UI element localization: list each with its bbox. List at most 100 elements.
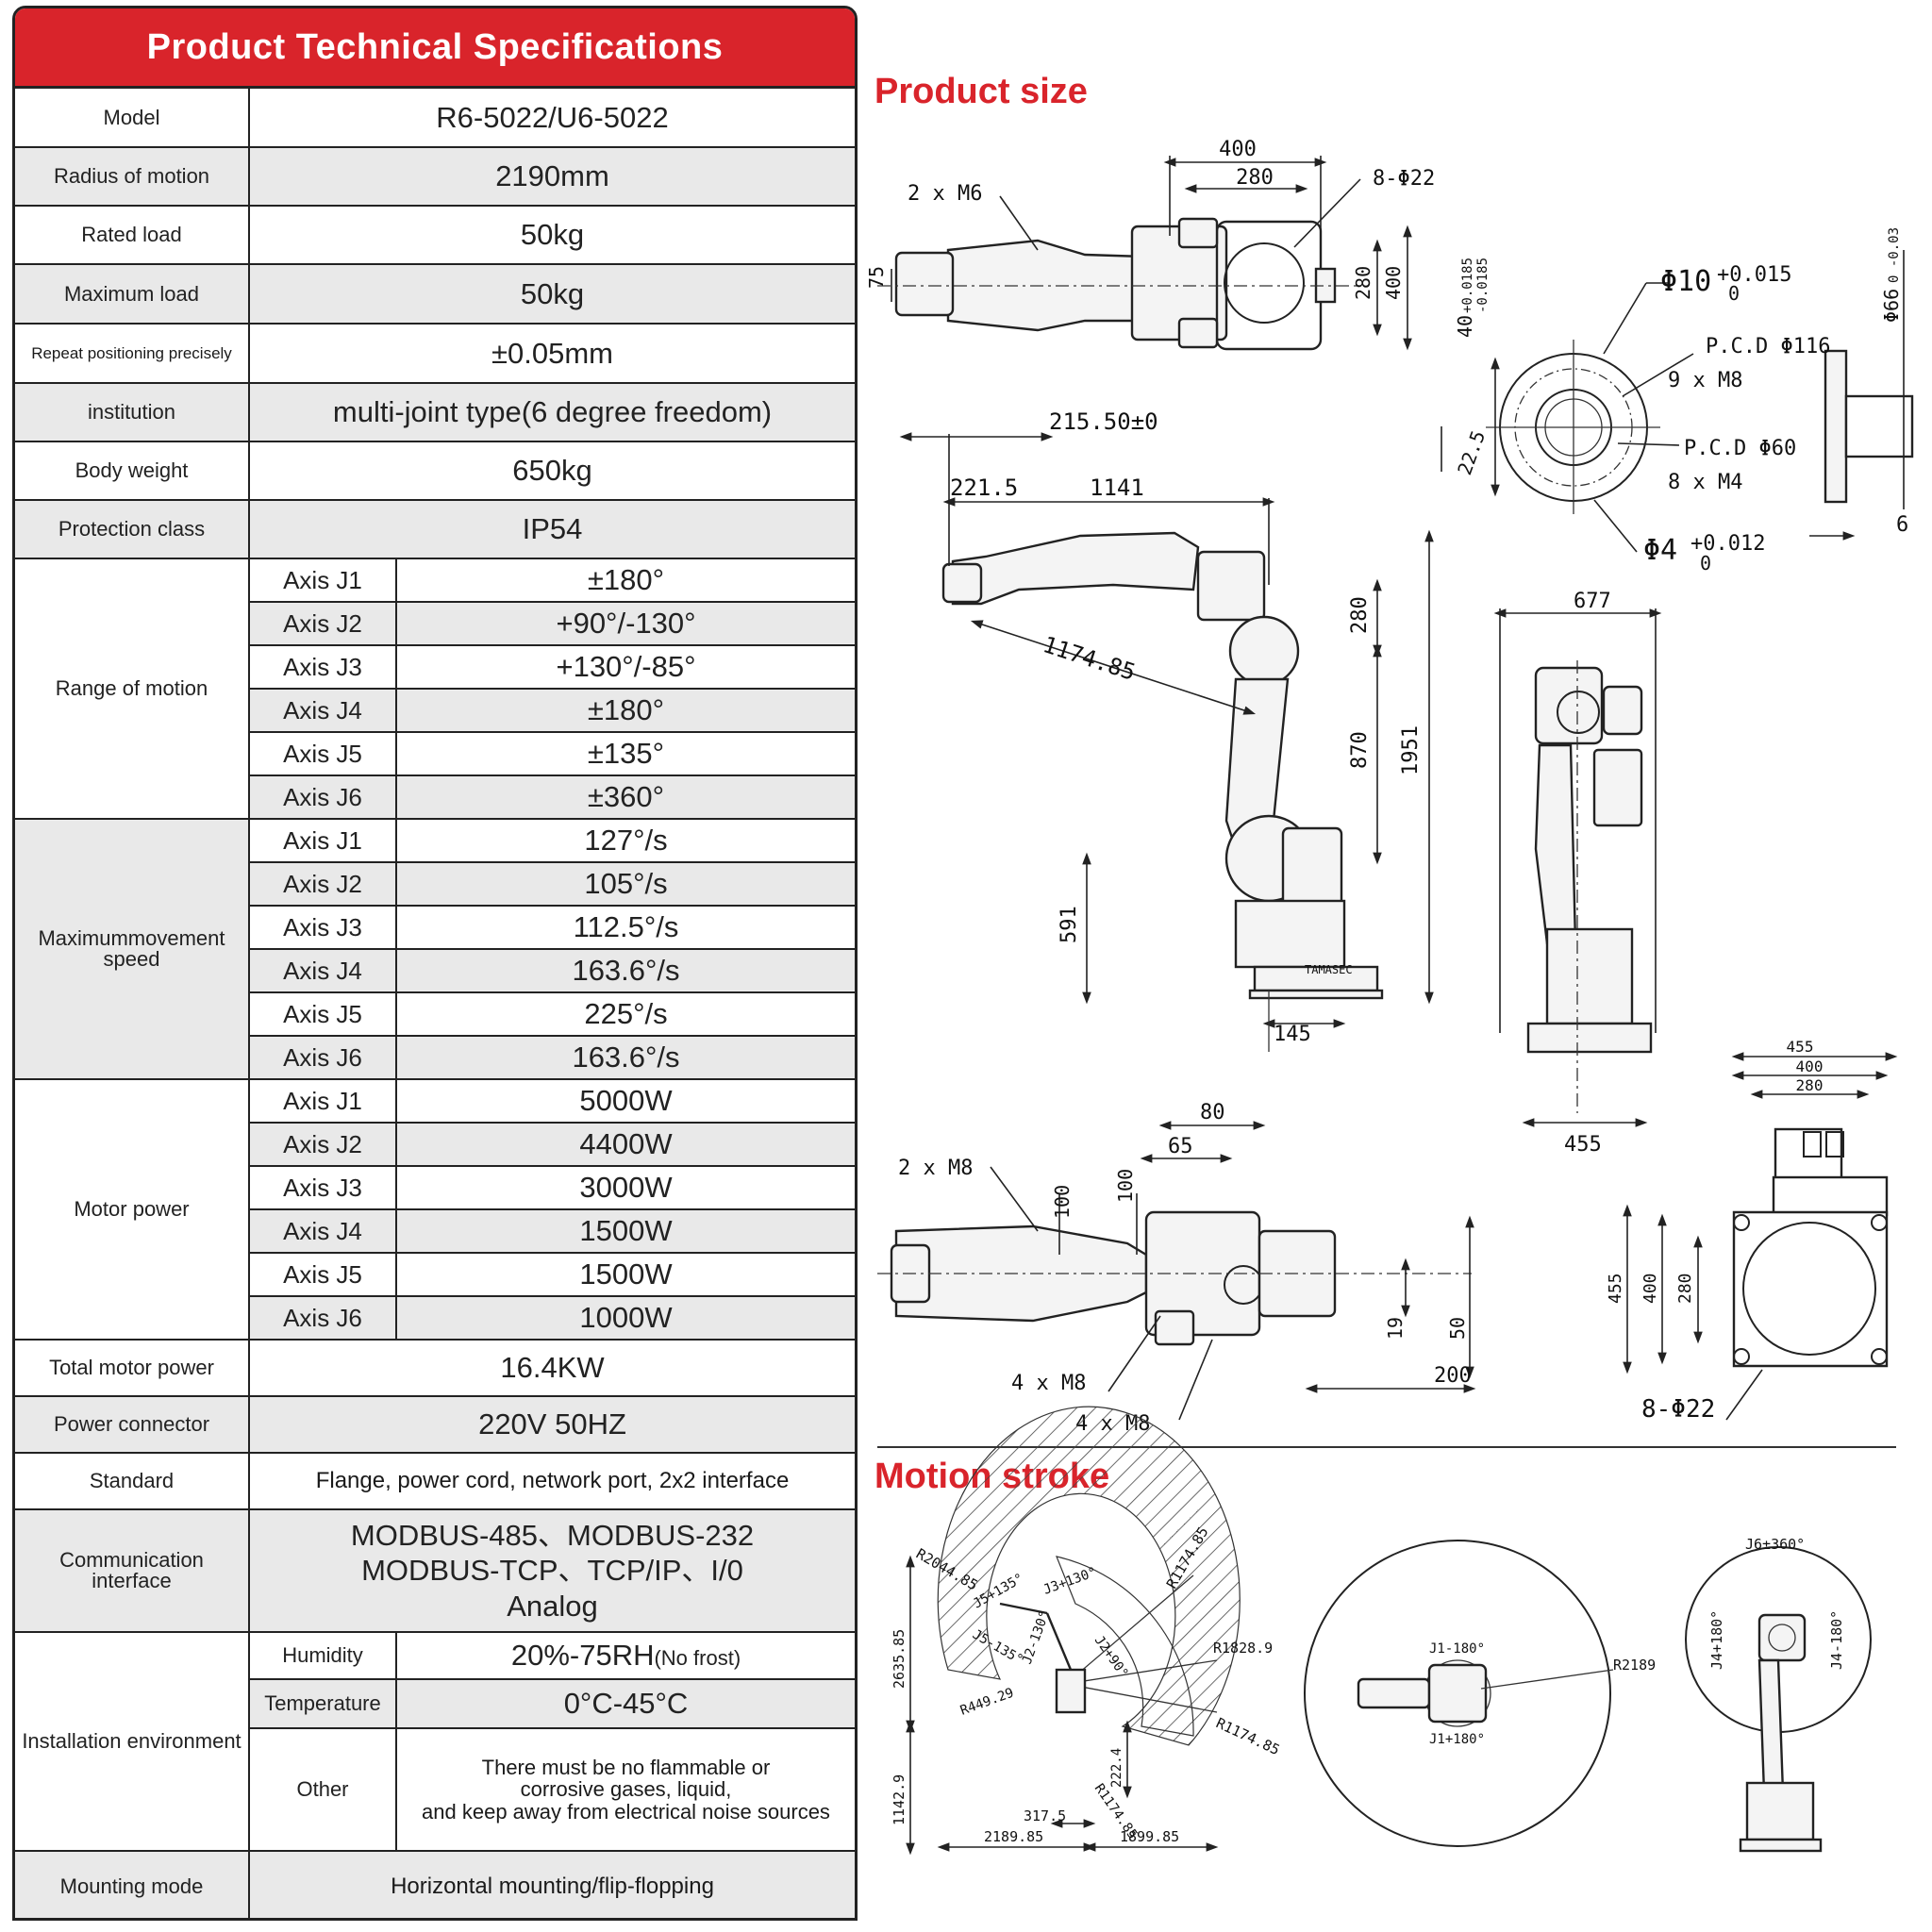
dim-40-tol-upper: +0.0185 — [1460, 258, 1475, 313]
spec-title: Product Technical Specifications — [15, 8, 855, 89]
motion-h1142-9: 1142.9 — [891, 1774, 908, 1825]
dim-1951: 1951 — [1399, 725, 1423, 775]
dim-455-bottom: 455 — [1564, 1133, 1602, 1157]
dim-pcd116: P.C.D Φ116 — [1706, 335, 1830, 358]
motion-w1899-85: 1899.85 — [1120, 1828, 1179, 1845]
dim-870: 870 — [1348, 731, 1372, 769]
motion-r1174-85-b: R1174.85 — [1213, 1714, 1282, 1758]
protection-value: IP54 — [248, 499, 855, 559]
dim-22-5: 22.5 — [1453, 427, 1490, 477]
dim-40: 40 — [1454, 315, 1476, 338]
comm-line: MODBUS-TCP、TCP/IP、I/0 — [361, 1554, 743, 1588]
dim-phi10: Φ10 — [1660, 265, 1711, 298]
dim-280-v: 280 — [1352, 266, 1374, 300]
dim-pcd60: P.C.D Φ60 — [1684, 437, 1796, 460]
base-plate-drawing: 455 400 280 455 400 280 8-Φ22 — [1606, 1038, 1898, 1424]
dim-400: 400 — [1219, 138, 1257, 161]
motion-h222-4: 222.4 — [1109, 1748, 1124, 1788]
dim-1174-85: 1174.85 — [1040, 631, 1139, 686]
dim-280: 280 — [1236, 166, 1274, 190]
speed-axis: Axis J1 — [248, 818, 397, 863]
spec-table: Model R6-5022/U6-5022 Radius of motion 2… — [15, 89, 855, 1918]
communication-label: Communication interface — [15, 1508, 250, 1633]
dim-200: 200 — [1434, 1364, 1472, 1388]
motor-power-label: Motor power — [15, 1078, 250, 1341]
speed-axis: Axis J6 — [249, 1035, 397, 1080]
other-label: Other — [249, 1727, 397, 1852]
flange-detail-drawing: Φ10 +0.015 0 P.C.D Φ116 9 x M8 P.C.D Φ60… — [1441, 227, 1914, 575]
power-value: 4400W — [395, 1122, 855, 1167]
motion-r449-29: R449.29 — [958, 1686, 1016, 1719]
institution-label: institution — [15, 382, 250, 442]
radius-label: Radius of motion — [15, 146, 250, 207]
protection-label: Protection class — [15, 499, 250, 559]
speed-value: 112.5°/s — [395, 905, 855, 950]
dim-6: 6 — [1896, 513, 1908, 537]
dim-100-a: 100 — [1051, 1185, 1074, 1219]
motion-j1-plus: J1+180° — [1429, 1732, 1485, 1747]
motion-r2189: R2189 — [1613, 1657, 1656, 1674]
motion-j2-minus: J2-130° — [1020, 1608, 1053, 1666]
power-value: 1500W — [395, 1252, 855, 1297]
spec-table-panel: Product Technical Specifications Model R… — [12, 6, 858, 1921]
motion-w317-5: 317.5 — [1024, 1807, 1066, 1824]
dim-4xm8-a: 4 x M8 — [1011, 1372, 1086, 1395]
product-size-title: Product size — [874, 72, 1088, 111]
radius-value: 2190mm — [248, 146, 855, 207]
repeat-label: Repeat positioning precisely — [15, 323, 250, 384]
dim-80: 80 — [1200, 1101, 1225, 1124]
body-weight-label: Body weight — [15, 441, 250, 501]
dim-677: 677 — [1574, 590, 1611, 613]
other-value: There must be no flammable or corrosive … — [395, 1727, 855, 1852]
dim-phi4-tol-lower: 0 — [1700, 552, 1711, 575]
dim-215-50: 215.50±0 — [1049, 408, 1158, 435]
power-axis: Axis J5 — [249, 1252, 397, 1297]
power-value: 5000W — [395, 1078, 855, 1124]
speed-value: 105°/s — [395, 861, 855, 907]
body-weight-value: 650kg — [248, 441, 855, 501]
dim-phi66: Φ66 — [1880, 289, 1903, 323]
range-axis: Axis J2 — [249, 601, 397, 646]
dim-phi10-tol-upper: +0.015 — [1717, 263, 1791, 287]
temperature-value: 0°C-45°C — [395, 1678, 855, 1729]
range-value: ±360° — [395, 774, 855, 820]
dim-phi4-tol-upper: +0.012 — [1690, 532, 1765, 556]
motion-envelope-wrist: J6±360° J4+180° J4-180° — [1685, 1536, 1872, 1853]
dim-65: 65 — [1168, 1135, 1193, 1158]
speed-value: 163.6°/s — [395, 948, 855, 993]
institution-value: multi-joint type(6 degree freedom) — [248, 382, 855, 442]
dim-phi4: Φ4 — [1643, 534, 1677, 567]
dim-591: 591 — [1058, 906, 1081, 943]
range-label: Range of motion — [15, 558, 250, 820]
max-load-value: 50kg — [248, 263, 855, 325]
dim-100-b: 100 — [1114, 1169, 1137, 1203]
range-axis: Axis J4 — [249, 688, 397, 733]
humidity-range: 20%-75RH — [510, 1639, 655, 1672]
standard-value: Flange, power cord, network port, 2x2 in… — [248, 1452, 855, 1510]
motion-envelope-top: J1-180° J1+180° R2189 — [1304, 1540, 1656, 1847]
connector-value: 220V 50HZ — [248, 1395, 855, 1454]
range-value: ±135° — [395, 731, 855, 776]
base-dim-455: 455 — [1787, 1038, 1814, 1056]
brand-label: TAMASEC — [1305, 963, 1353, 976]
dim-50: 50 — [1446, 1317, 1469, 1340]
power-axis: Axis J2 — [249, 1122, 397, 1167]
model-value: R6-5022/U6-5022 — [248, 89, 855, 148]
speed-value: 225°/s — [395, 991, 855, 1037]
power-axis: Axis J3 — [249, 1165, 397, 1210]
other-line: and keep away from electrical noise sour… — [422, 1799, 830, 1824]
temperature-label: Temperature — [249, 1678, 397, 1729]
humidity-label: Humidity — [248, 1631, 397, 1680]
mounting-label: Mounting mode — [15, 1850, 250, 1918]
motion-j4-plus: J4+180° — [1708, 1610, 1725, 1670]
dim-19: 19 — [1384, 1317, 1407, 1340]
humidity-value: 20%-75RH(No frost) — [395, 1631, 855, 1680]
motion-h2635-85: 2635.85 — [891, 1629, 908, 1689]
dim-75: 75 — [865, 266, 888, 289]
power-axis: Axis J1 — [248, 1078, 397, 1124]
connector-label: Power connector — [15, 1395, 250, 1454]
range-axis: Axis J6 — [249, 774, 397, 820]
dim-40-tol-lower: -0.0185 — [1475, 258, 1491, 313]
range-axis: Axis J5 — [249, 731, 397, 776]
